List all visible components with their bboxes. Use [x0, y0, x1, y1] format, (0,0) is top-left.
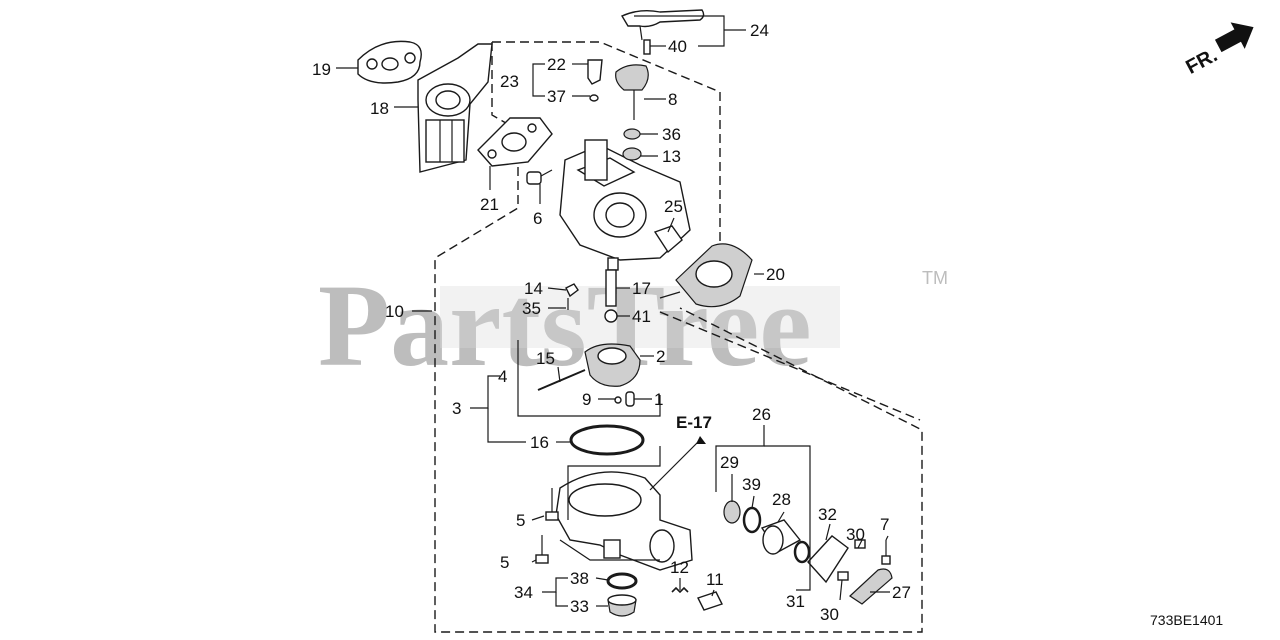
callout-31: 31 — [786, 592, 805, 611]
callout-37: 37 — [547, 87, 566, 106]
callout-2: 2 — [656, 347, 665, 366]
callout-30-upper: 30 — [846, 525, 865, 544]
callout-11: 11 — [706, 570, 724, 589]
carburetor-assembly-outline — [434, 41, 923, 633]
part-2-float — [584, 343, 641, 387]
callout-8: 8 — [668, 90, 677, 109]
part-9-clip — [614, 396, 622, 404]
callout-9: 9 — [582, 390, 591, 409]
front-arrow-icon — [1214, 22, 1254, 53]
part-25-gasket — [653, 225, 683, 254]
part-31-gasket — [793, 540, 811, 564]
reference-label: E-17 — [676, 413, 712, 432]
part-13-seal — [622, 147, 642, 161]
callout-19: 19 — [312, 60, 331, 79]
callout-6: 6 — [533, 209, 542, 228]
callout-25: 25 — [664, 197, 683, 216]
part-27-bracket — [849, 568, 893, 605]
callout-7: 7 — [880, 515, 889, 534]
front-direction-indicator: FR. — [1182, 22, 1254, 79]
part-12-spring — [671, 586, 689, 594]
callout-18: 18 — [370, 99, 389, 118]
callout-24: 24 — [750, 21, 769, 40]
part-1-float-valve — [625, 391, 635, 407]
part-24-choke-lever — [620, 9, 705, 41]
callout-29: 29 — [720, 453, 739, 472]
callout-21: 21 — [480, 195, 499, 214]
callout-5-lower: 5 — [500, 553, 509, 572]
catalog-code: 733BE1401 — [1150, 612, 1223, 628]
callout-23: 23 — [500, 72, 519, 91]
part-36-washer — [623, 128, 641, 140]
callout-27: 27 — [892, 583, 911, 602]
part-29-seal — [723, 500, 741, 524]
part-5-screw-lower — [535, 535, 549, 564]
part-14-screw — [565, 283, 579, 298]
callout-28: 28 — [772, 490, 791, 509]
callout-30-lower: 30 — [820, 605, 839, 624]
part-22-adjuster — [587, 59, 603, 85]
callout-26: 26 — [752, 405, 771, 424]
callout-22: 22 — [547, 55, 566, 74]
callout-4: 4 — [498, 367, 507, 386]
callout-39: 39 — [742, 475, 761, 494]
part-16-float-chamber-gasket — [569, 424, 645, 456]
callout-34: 34 — [514, 583, 533, 602]
part-19-gasket — [357, 40, 422, 84]
callout-labels: 19 18 21 6 23 22 37 24 40 8 36 13 25 20 … — [312, 21, 911, 624]
part-6-screw — [526, 169, 553, 185]
callout-12: 12 — [670, 558, 689, 577]
part-38-oring — [606, 572, 638, 590]
callout-40: 40 — [668, 37, 687, 56]
callout-10: 10 — [385, 302, 404, 321]
part-32-plate — [807, 535, 849, 584]
part-17-needle-jet — [605, 269, 617, 307]
trademark-mark: TM — [922, 268, 948, 288]
part-37-oring — [589, 94, 599, 102]
part-30-screw-lower — [837, 571, 849, 581]
part-33-drain-bolt — [607, 594, 637, 617]
part-39-oring — [742, 506, 762, 534]
part-18-insulator-bracket — [417, 43, 493, 173]
part-40-pin — [643, 39, 651, 55]
part-8-throttle-knob — [615, 64, 649, 120]
callout-38: 38 — [570, 569, 589, 588]
callout-13: 13 — [662, 147, 681, 166]
callout-3: 3 — [452, 399, 461, 418]
part-11-pilot-screw — [697, 591, 723, 611]
callout-35: 35 — [522, 299, 541, 318]
callout-5-upper: 5 — [516, 511, 525, 530]
float-chamber — [555, 471, 693, 571]
callout-20: 20 — [766, 265, 785, 284]
callout-33: 33 — [570, 597, 589, 616]
callout-16: 16 — [530, 433, 549, 452]
callout-1: 1 — [654, 390, 663, 409]
front-label: FR. — [1182, 44, 1221, 79]
callout-32: 32 — [818, 505, 837, 524]
callout-14: 14 — [524, 279, 543, 298]
part-21-gasket — [477, 117, 553, 167]
part-41-main-jet — [604, 309, 618, 323]
part-28-solenoid-body — [760, 519, 802, 555]
callout-41: 41 — [632, 307, 651, 326]
part-5-screw-upper — [545, 488, 559, 521]
part-15-float-pin — [537, 369, 586, 391]
callout-36: 36 — [662, 125, 681, 144]
leader-lines — [336, 15, 890, 607]
callout-15: 15 — [536, 349, 555, 368]
part-20-insulator — [675, 243, 753, 308]
part-7-screw — [881, 540, 891, 565]
callout-17: 17 — [632, 279, 651, 298]
